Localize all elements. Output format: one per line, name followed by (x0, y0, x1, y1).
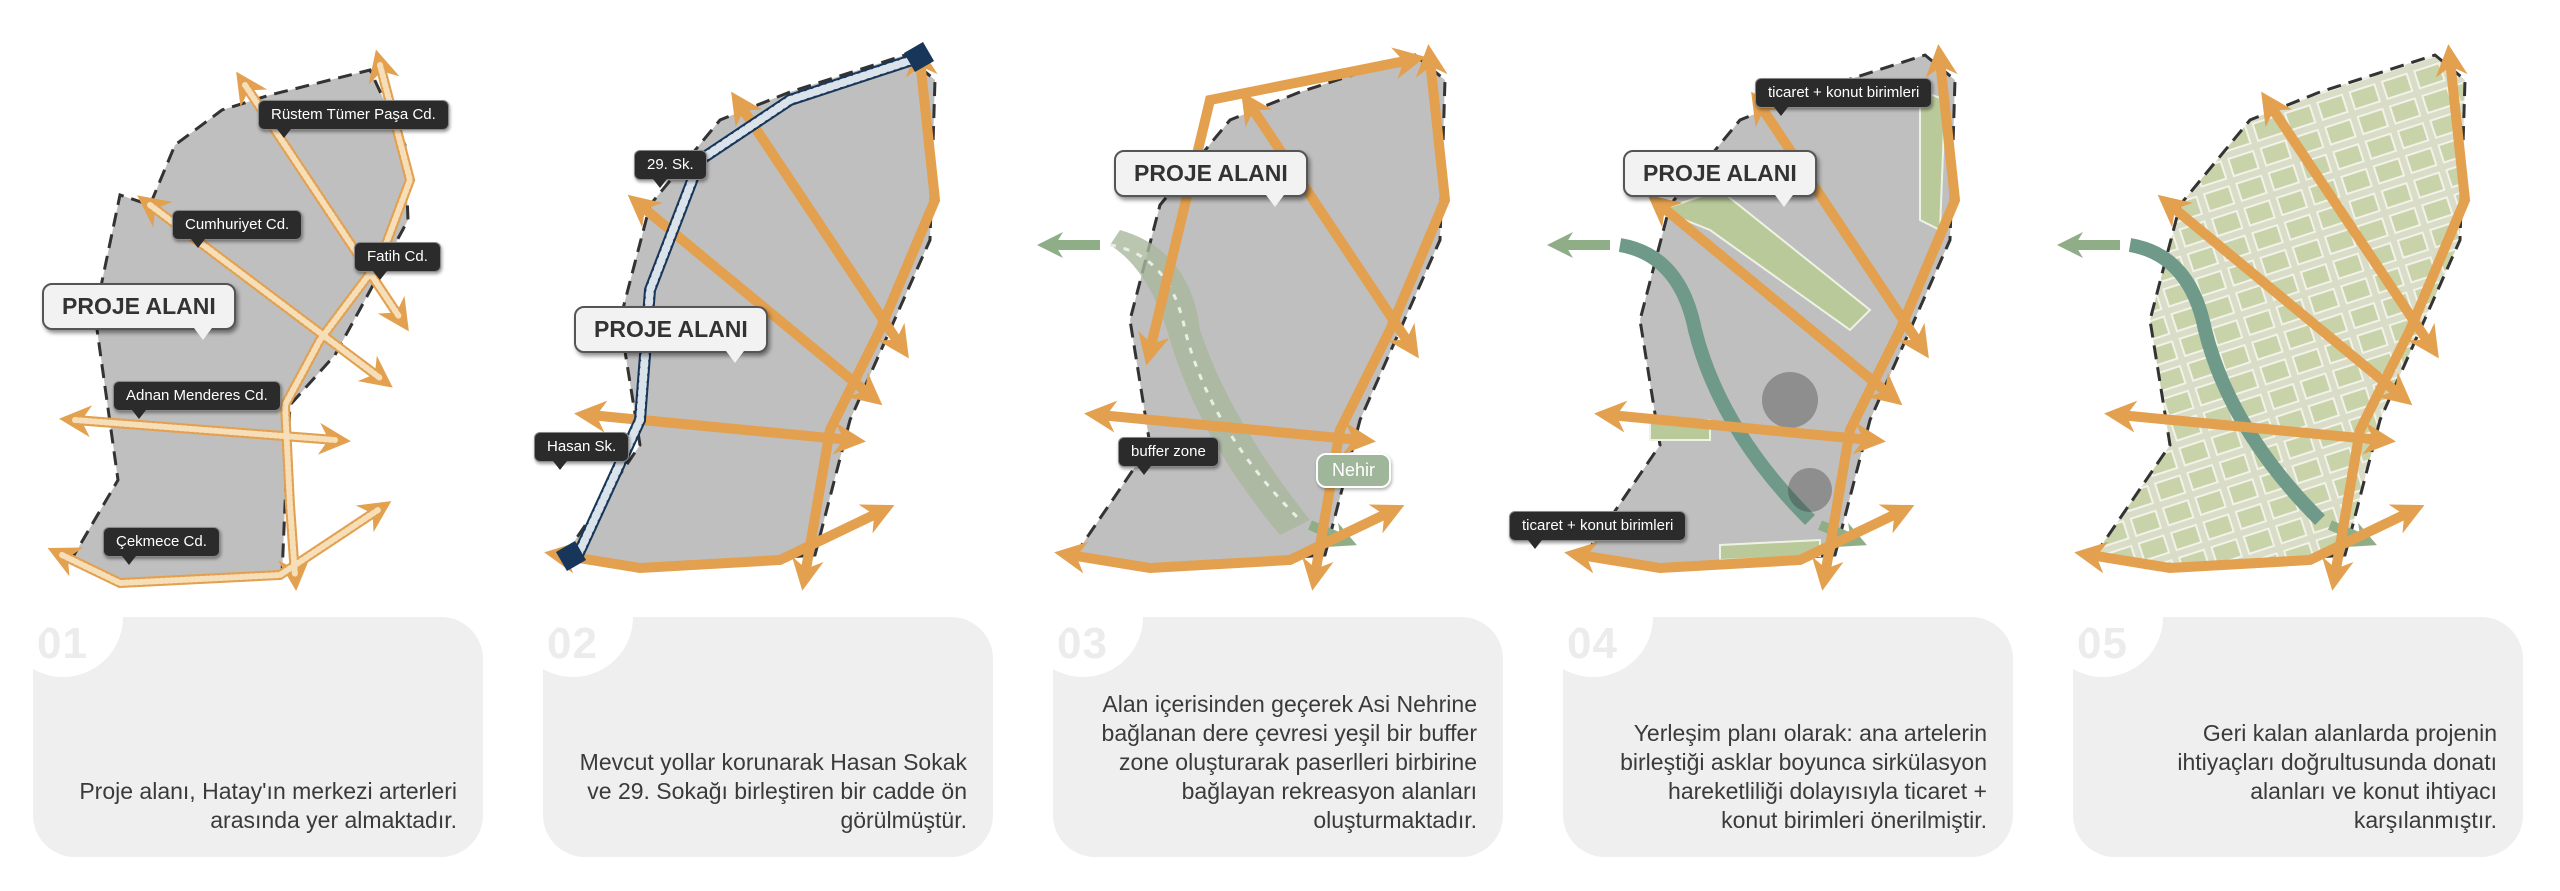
stream (1109, 243, 1302, 522)
step-card-4: 04 Yerleşim planı olarak: ana artelerin … (1563, 617, 2013, 857)
map-1 (47, 49, 416, 591)
step-number: 05 (2077, 619, 2128, 668)
step-card-3: 03 Alan içerisinden geçerek Asi Nehrine … (1053, 617, 1503, 857)
label-rustem-tumer-pasa: Rüstem Tümer Paşa Cd. (258, 100, 449, 138)
step-number: 02 (547, 619, 598, 668)
step-description: Alan içerisinden geçerek Asi Nehrine bağ… (1101, 691, 1477, 833)
step-number: 03 (1057, 619, 1108, 668)
step-card-1: 01 Proje alanı, Hatay'ın merkezi arterle… (33, 617, 483, 857)
label-29-sk: 29. Sk. (634, 150, 707, 188)
step-number: 01 (37, 619, 88, 668)
map-4 (1547, 44, 1961, 591)
step-description: Mevcut yollar korunarak Hasan Sokak ve 2… (579, 749, 967, 833)
step-card-5: 05 Geri kalan alanlarda projenin ihtiyaç… (2073, 617, 2523, 857)
step-description: Proje alanı, Hatay'ın merkezi arterleri … (79, 778, 457, 833)
label-proje-alani: PROJE ALANI (1114, 150, 1308, 207)
label-ticaret-konut-bottom: ticaret + konut birimleri (1509, 511, 1687, 549)
label-buffer-zone: buffer zone (1118, 437, 1219, 475)
label-adnan-menderes: Adnan Menderes Cd. (113, 381, 281, 419)
label-nehir: Nehir (1316, 453, 1392, 488)
label-proje-alani: PROJE ALANI (1623, 150, 1817, 207)
step-number: 04 (1567, 619, 1618, 668)
step-description: Geri kalan alanlarda projenin ihtiyaçlar… (2177, 720, 2497, 833)
step-description: Yerleşim planı olarak: ana artelerin bir… (1620, 720, 1987, 833)
label-ticaret-konut-top: ticaret + konut birimleri (1755, 78, 1933, 116)
label-cekmece: Çekmece Cd. (103, 527, 220, 565)
map-3 (1037, 44, 1451, 591)
label-hasan-sk: Hasan Sk. (534, 432, 630, 470)
label-proje-alani: PROJE ALANI (574, 306, 768, 363)
map-5 (2057, 44, 2471, 591)
label-proje-alani: PROJE ALANI (42, 283, 236, 340)
label-cumhuriyet: Cumhuriyet Cd. (172, 210, 303, 248)
site-diagrams (47, 41, 2471, 591)
label-fatih: Fatih Cd. (354, 242, 441, 280)
step-card-2: 02 Mevcut yollar korunarak Hasan Sokak v… (543, 617, 993, 857)
